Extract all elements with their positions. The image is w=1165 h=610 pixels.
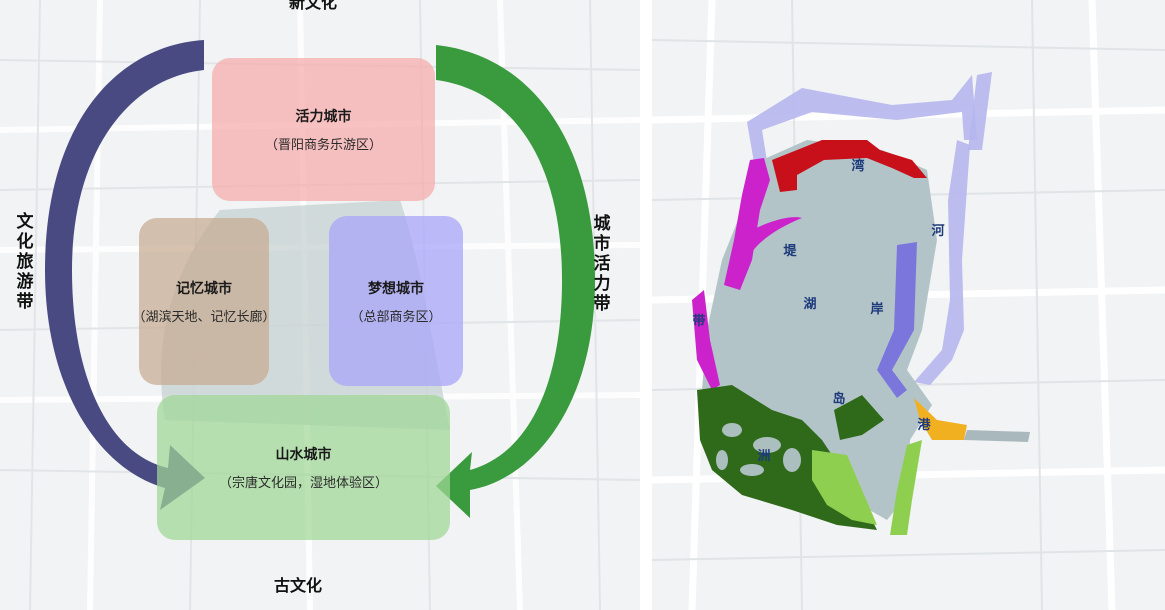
lake-map — [652, 0, 1165, 610]
bay-area — [772, 140, 927, 192]
zone-dream-city: 梦想城市 （总部商务区） — [329, 216, 463, 386]
zone-subtitle: （宗唐文化园，湿地体验区） — [218, 476, 388, 491]
zone-memory-city: 记忆城市 （湖滨天地、记忆长廊） — [133, 218, 276, 385]
right-cycle-arrow — [436, 45, 595, 518]
zone-vitality-city: 活力城市 （晋阳商务乐游区） — [212, 58, 435, 201]
map-label-islet: 洲 — [757, 449, 771, 464]
zone-title: 活力城市 — [295, 109, 352, 125]
lake-structure-map-panel: 湾 河 堤 湖 岸 带 岛 港 洲 — [652, 0, 1165, 610]
light-wetland — [812, 450, 877, 525]
east-bank — [877, 242, 917, 398]
zone-title: 记忆城市 — [176, 281, 232, 297]
harbor-area — [914, 398, 967, 440]
map-label-belt: 带 — [692, 314, 706, 329]
map-label-harbor: 港 — [917, 418, 931, 433]
urban-vitality-band-label: 城市活力带 — [593, 214, 611, 314]
map-label-bay: 湾 — [851, 159, 865, 174]
left-cycle-arrow — [45, 40, 205, 510]
new-culture-label: 新文化 — [289, 0, 338, 12]
zone-landscape-city: 山水城市 （宗唐文化园，湿地体验区） — [157, 395, 450, 540]
zone-title: 山水城市 — [275, 447, 332, 463]
culture-tourism-band-label: 文化旅游带 — [16, 212, 34, 312]
zone-subtitle: （总部商务区） — [350, 309, 442, 325]
map-label-dike: 堤 — [783, 244, 797, 259]
river-corridor — [747, 75, 977, 180]
ancient-culture-label: 古文化 — [274, 576, 323, 595]
map-label-island: 岛 — [832, 392, 846, 407]
zone-subtitle: （湖滨天地、记忆长廊） — [132, 310, 276, 325]
map-label-river: 河 — [931, 224, 945, 239]
map-label-lake: 湖 — [803, 297, 817, 312]
concept-diagram-panel: 活力城市 （晋阳商务乐游区） 记忆城市 （湖滨天地、记忆长廊） 梦想城市 （总部… — [0, 0, 640, 610]
zone-subtitle: （晋阳商务乐游区） — [264, 138, 382, 153]
belt-area — [724, 158, 770, 290]
zone-title: 梦想城市 — [368, 280, 424, 297]
map-label-shore: 岸 — [870, 302, 884, 317]
